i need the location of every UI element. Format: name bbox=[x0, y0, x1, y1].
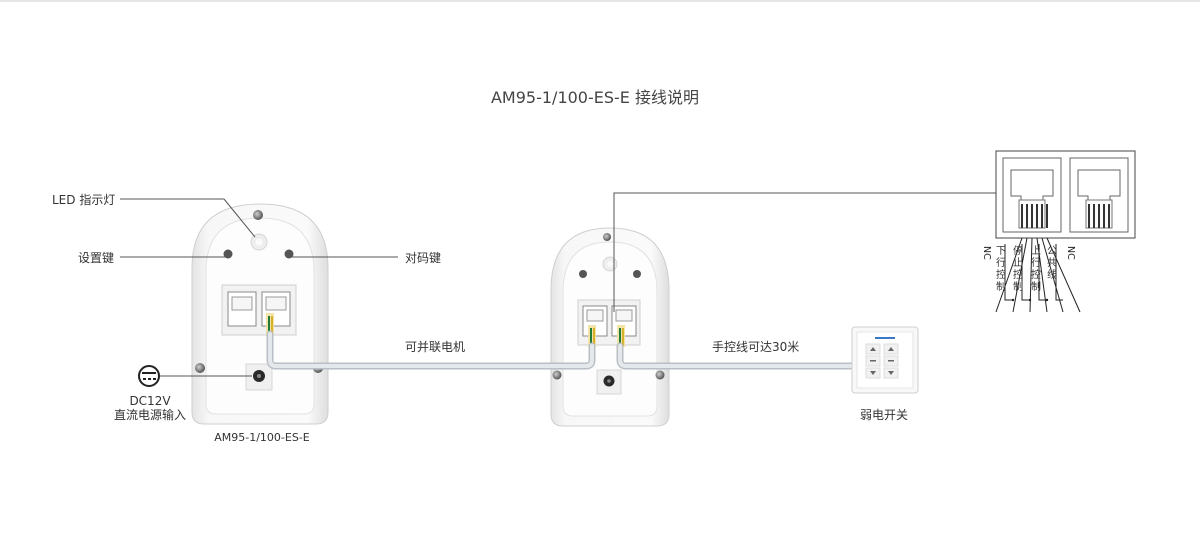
set-key-button[interactable] bbox=[579, 270, 587, 278]
parallel-motor-label: 可并联电机 bbox=[405, 340, 466, 354]
down-arrow-icon bbox=[870, 371, 876, 375]
set-key-button[interactable] bbox=[223, 249, 233, 259]
dc-power-label: DC12V 直流电源输入 bbox=[102, 394, 198, 422]
cables bbox=[266, 330, 856, 370]
weak-current-switch bbox=[851, 326, 919, 394]
pin-label-down: 下行控制 bbox=[996, 246, 1006, 293]
pin-label-common: 公共线 bbox=[1047, 246, 1057, 281]
screw-icon bbox=[195, 363, 205, 373]
pin-label: NC bbox=[981, 246, 992, 260]
leader-lines bbox=[120, 192, 996, 377]
up-arrow-icon bbox=[870, 347, 876, 351]
hand-wire-label: 手控线可达30米 bbox=[712, 340, 800, 354]
pin-label-up: 上行控制 bbox=[1031, 246, 1041, 293]
pair-key-button[interactable] bbox=[284, 249, 294, 259]
dc-input-text: 直流电源输入 bbox=[113, 408, 186, 422]
stop-icon bbox=[888, 360, 894, 362]
dc-voltage-text: DC12V bbox=[129, 394, 171, 408]
dc-power-icon bbox=[138, 365, 160, 387]
page-title: AM95-1/100-ES-E 接线说明 bbox=[490, 88, 699, 107]
top-border bbox=[0, 0, 1200, 2]
motor-device-left bbox=[191, 203, 329, 425]
pair-key-button[interactable] bbox=[633, 270, 641, 278]
pin-label-stop: 停止控制 bbox=[1013, 246, 1023, 293]
screw-icon bbox=[253, 210, 263, 220]
screw-icon bbox=[552, 370, 562, 380]
pin-label: NC bbox=[1065, 246, 1076, 260]
pair-key-label: 对码键 bbox=[405, 251, 442, 265]
set-key-label: 设置键 bbox=[78, 251, 115, 265]
led-indicator-label: LED 指示灯 bbox=[52, 193, 116, 207]
model-label: AM95-1/100-ES-E bbox=[214, 431, 310, 444]
weak-current-switch-label: 弱电开关 bbox=[859, 408, 908, 422]
motor-device-middle bbox=[550, 227, 670, 427]
screw-icon bbox=[603, 233, 611, 241]
screw-icon bbox=[655, 370, 665, 380]
down-arrow-icon bbox=[888, 371, 894, 375]
pin-labels: NC NC bbox=[981, 246, 1076, 260]
rj-connector-detail bbox=[995, 150, 1136, 313]
stop-icon bbox=[870, 360, 876, 362]
up-arrow-icon bbox=[888, 347, 894, 351]
